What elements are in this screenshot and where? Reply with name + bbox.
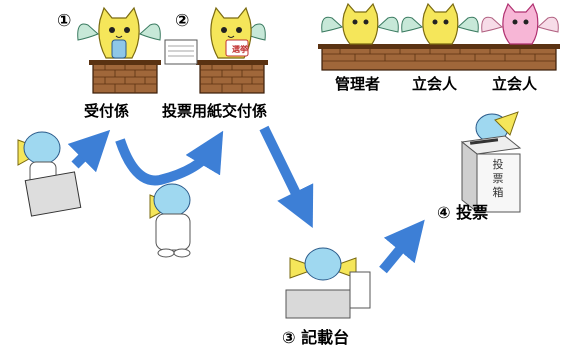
step2-number: ② — [175, 11, 190, 31]
reception-desk — [89, 60, 161, 94]
reception-label: 受付係 — [84, 102, 130, 120]
officials-bench — [318, 44, 560, 71]
step4-number: ④ — [437, 203, 451, 222]
ballot-box — [460, 135, 522, 214]
voter-list-paper — [164, 39, 198, 65]
writing-desk-label: 記載台 — [301, 328, 350, 347]
witness2-mascot — [481, 2, 559, 45]
ballot-issuing-label: 投票用紙交付係 — [162, 102, 268, 120]
manager-mascot — [321, 2, 399, 45]
witness1-mascot — [401, 2, 479, 45]
voting-step-label: ④ 投票 — [437, 205, 488, 221]
writing-desk-step-label: ③ 記載台 — [282, 330, 349, 346]
witness2-label: 立会人 — [492, 75, 538, 93]
ballot-clerk-mascot — [210, 6, 266, 59]
reception-clerk-mascot — [77, 6, 161, 59]
ballot-box-text: 投 票 箱 — [492, 158, 504, 199]
voter-entering — [17, 131, 82, 217]
voting-label: 投票 — [456, 203, 489, 222]
step1-number: ① — [57, 11, 72, 31]
witness1-label: 立会人 — [412, 75, 458, 93]
step3-number: ③ — [282, 328, 296, 347]
flow-arrows — [67, 125, 425, 274]
voter-writing-booth — [285, 247, 371, 319]
ballot-desk — [196, 60, 268, 94]
manager-label: 管理者 — [335, 75, 381, 93]
ballot-stamp: 選挙 — [232, 45, 248, 54]
voter-receiving-ballot — [149, 183, 191, 258]
